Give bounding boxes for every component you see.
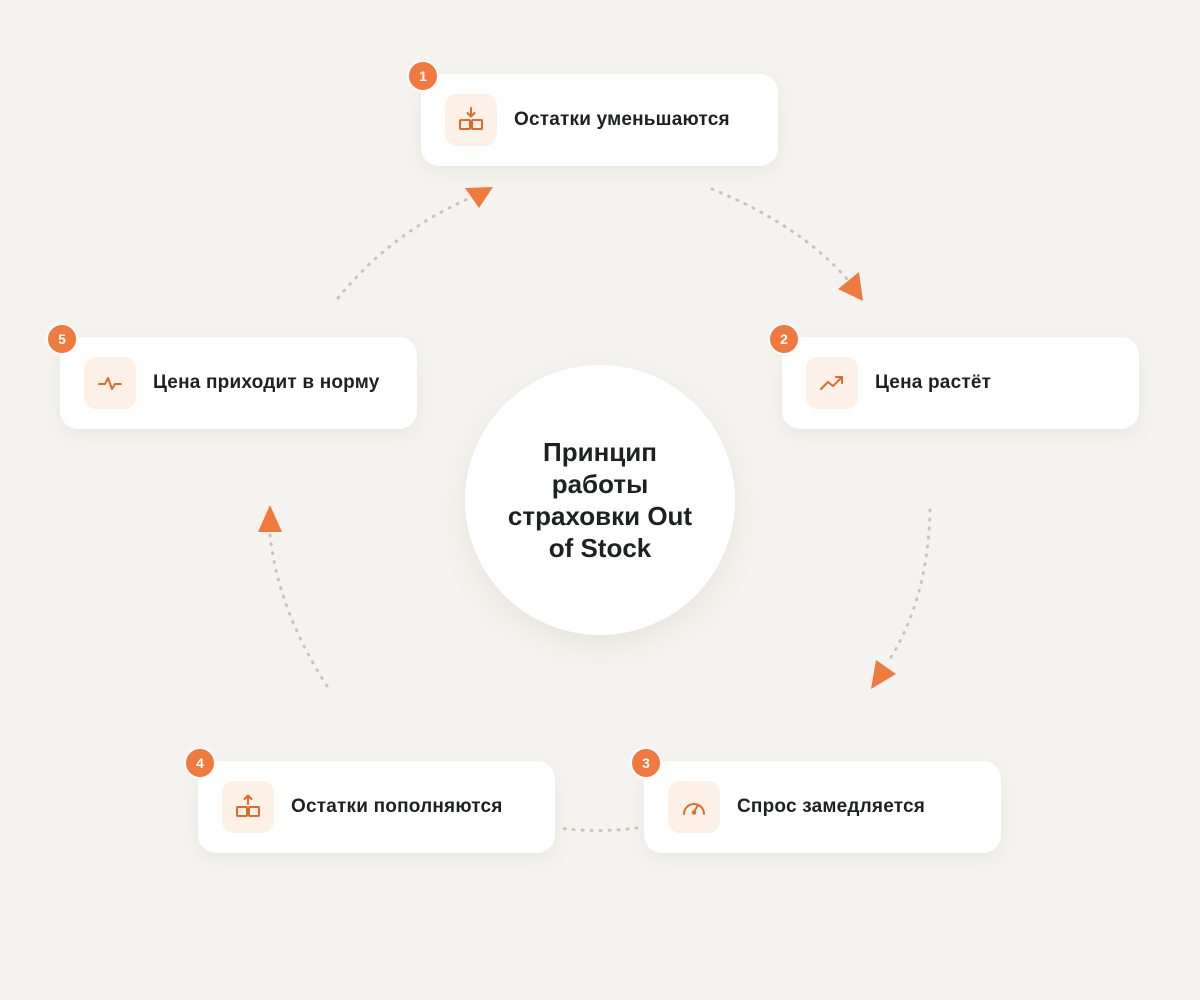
center-title: Принцип работы страховки Out of Stock xyxy=(507,437,693,563)
connector-4-to-5 xyxy=(268,533,329,688)
step-label-4: Остатки пополняются xyxy=(291,796,503,817)
pulse-line-icon xyxy=(84,357,136,409)
step-card-3: 3 Спрос замедляется xyxy=(630,747,1001,853)
connector-1-to-2 xyxy=(710,187,850,282)
arrowhead-4-to-5 xyxy=(258,505,282,532)
step-badge-1: 1 xyxy=(407,60,439,92)
center-circle: Принцип работы страховки Out of Stock xyxy=(465,365,735,635)
speedometer-icon xyxy=(668,781,720,833)
step-label-3: Спрос замедляется xyxy=(737,796,926,817)
step-label-1: Остатки уменьшаются xyxy=(514,109,730,130)
arrowhead-2-to-3 xyxy=(871,660,896,689)
step-card-1: 1 Остатки уменьшаются xyxy=(407,60,778,166)
step-card-4: 4 Остатки пополняются xyxy=(184,747,555,853)
boxes-up-arrow-icon xyxy=(222,781,274,833)
connector-2-to-3 xyxy=(886,508,932,664)
step-badge-4: 4 xyxy=(184,747,216,779)
arrowhead-5-to-1 xyxy=(465,187,493,208)
connector-5-to-1 xyxy=(336,196,472,300)
step-badge-2: 2 xyxy=(768,323,800,355)
step-card-2: 2 Цена растёт xyxy=(768,323,1139,429)
step-label-2: Цена растёт xyxy=(875,372,992,393)
trending-up-icon xyxy=(806,357,858,409)
step-card-5: 5 Цена приходит в норму xyxy=(46,323,417,429)
step-label-5: Цена приходит в норму xyxy=(153,372,380,393)
connector-3-to-4 xyxy=(556,826,639,832)
boxes-down-arrow-icon xyxy=(445,94,497,146)
arrowhead-1-to-2 xyxy=(838,272,863,301)
step-badge-5: 5 xyxy=(46,323,78,355)
step-badge-3: 3 xyxy=(630,747,662,779)
